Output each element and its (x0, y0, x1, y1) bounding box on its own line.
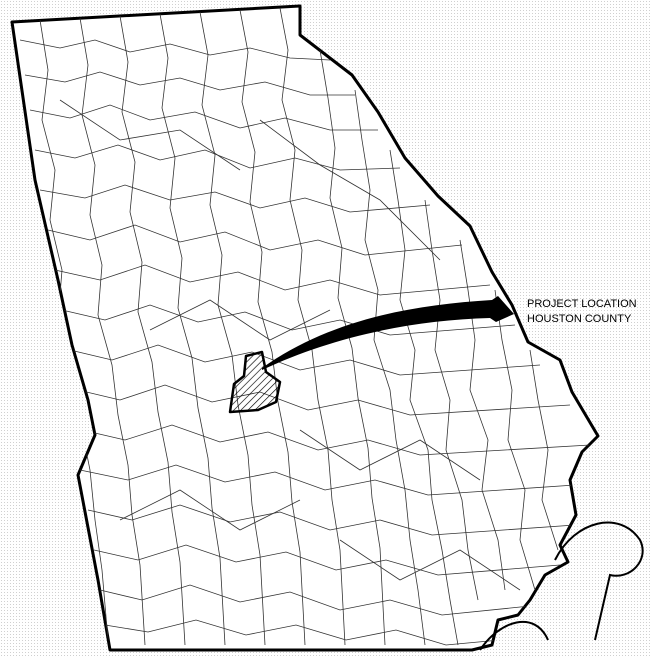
houston-county-highlight (228, 350, 282, 414)
state-outline (10, 4, 600, 652)
watermark-stamp (479, 521, 644, 651)
callout-line-2: HOUSTON COUNTY (527, 313, 632, 325)
callout-label: PROJECT LOCATION HOUSTON COUNTY (527, 297, 637, 327)
callout-line-1: PROJECT LOCATION (527, 298, 637, 310)
callout-arrow (262, 296, 514, 370)
county-boundaries (19, 7, 591, 646)
